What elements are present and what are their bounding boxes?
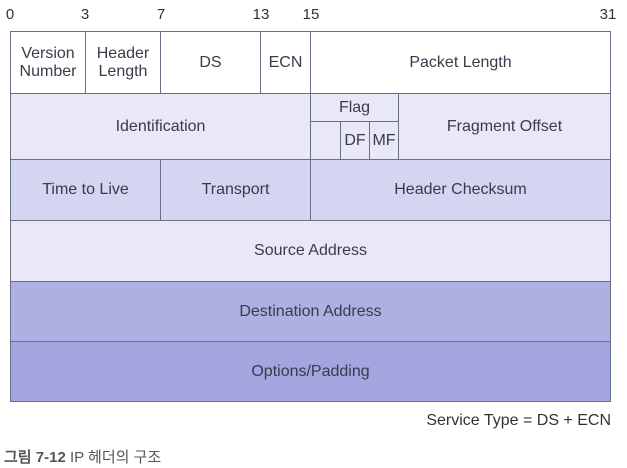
bit-label-31: 31 — [599, 6, 617, 23]
packet-length-field: Packet Length — [310, 31, 611, 94]
bit-label-13: 13 — [252, 6, 270, 23]
destination-address-field: Destination Address — [10, 281, 611, 342]
identification-field: Identification — [10, 93, 311, 160]
ip-header-diagram: Version Number Header Length DS ECN Pack… — [10, 31, 611, 402]
version-number-field: Version Number — [10, 31, 86, 94]
transport-field: Transport — [160, 159, 311, 221]
mf-bit: MF — [369, 121, 399, 160]
bit-label-0: 0 — [5, 6, 15, 23]
figure-number: 그림 7-12 — [4, 449, 66, 466]
bit-label-7: 7 — [156, 6, 166, 23]
options-padding-field: Options/Padding — [10, 341, 611, 402]
bit-label-3: 3 — [80, 6, 90, 23]
ds-field: DS — [160, 31, 261, 94]
source-address-field: Source Address — [10, 220, 611, 282]
flag-reserved-bit — [310, 121, 341, 160]
header-length-field: Header Length — [85, 31, 161, 94]
bit-label-15: 15 — [302, 6, 320, 23]
ecn-field: ECN — [260, 31, 311, 94]
service-type-note: Service Type = DS + ECN — [426, 412, 611, 429]
fragment-offset-field: Fragment Offset — [398, 93, 611, 160]
time-to-live-field: Time to Live — [10, 159, 161, 221]
df-bit: DF — [340, 121, 370, 160]
header-checksum-field: Header Checksum — [310, 159, 611, 221]
flag-field: Flag — [310, 93, 399, 122]
figure-title: IP 헤더의 구조 — [69, 449, 162, 466]
figure-caption: 그림 7-12 IP 헤더의 구조 — [4, 446, 161, 467]
